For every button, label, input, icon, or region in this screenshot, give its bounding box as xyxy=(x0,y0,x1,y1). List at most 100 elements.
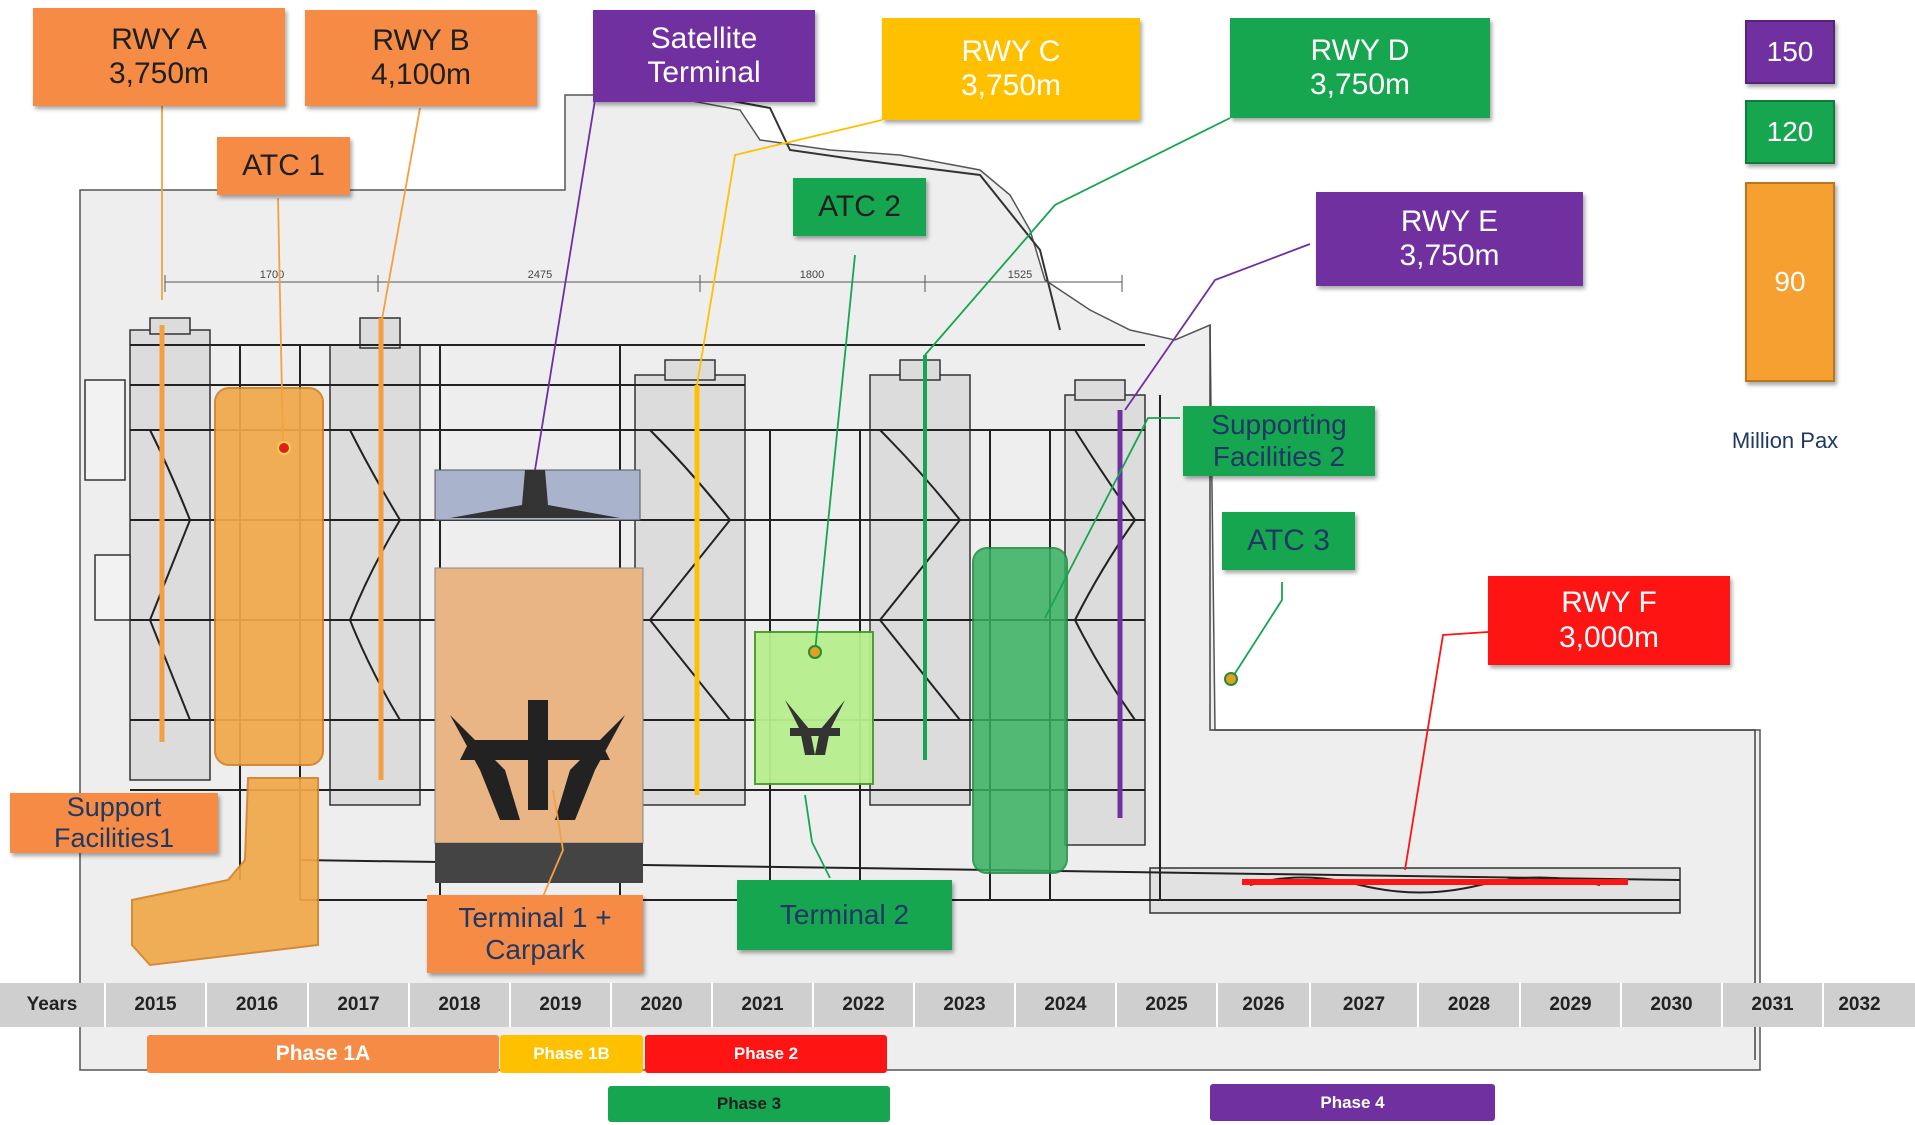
rwy-a-label: RWY A 3,750m xyxy=(33,8,285,106)
year-2020: 2020 xyxy=(612,983,713,1027)
rwy-a-name: RWY A xyxy=(111,22,207,56)
west-structures xyxy=(84,379,131,621)
year-2019: 2019 xyxy=(511,983,612,1027)
phase-1b-bar: Phase 1B xyxy=(500,1035,643,1073)
legend-90: 90 xyxy=(1745,182,1835,382)
rwy-b-name: RWY B xyxy=(372,23,470,57)
year-2018: 2018 xyxy=(410,983,511,1027)
legend-150: 150 xyxy=(1745,20,1835,84)
satellite-line1: Satellite xyxy=(650,21,758,55)
legend-150-text: 150 xyxy=(1766,36,1814,67)
year-2017: 2017 xyxy=(309,983,410,1027)
phase-1b-label: Phase 1B xyxy=(533,1044,610,1063)
year-2016: 2016 xyxy=(207,983,309,1027)
phase-4-bar: Phase 4 xyxy=(1210,1084,1495,1121)
rwy-b-length: 4,100m xyxy=(370,58,472,91)
leader-rwy-e xyxy=(1124,243,1311,411)
legend-120: 120 xyxy=(1745,100,1835,164)
phase-3-bar: Phase 3 xyxy=(608,1086,890,1122)
rwy-c-label: RWY C 3,750m xyxy=(882,18,1140,120)
atc3-label: ATC 3 xyxy=(1222,512,1355,570)
timeline-header: Years xyxy=(0,983,106,1027)
rwy-e-length: 3,750m xyxy=(1399,239,1500,272)
leader-rwy-b xyxy=(380,107,421,326)
year-2025: 2025 xyxy=(1117,983,1218,1027)
phase-3-label: Phase 3 xyxy=(716,1094,782,1113)
leader-rwy-f xyxy=(1404,631,1489,871)
supporting2-line2: Facilities 2 xyxy=(1212,441,1346,472)
atc2-label: ATC 2 xyxy=(793,178,926,236)
atc2-text: ATC 2 xyxy=(818,189,901,223)
leader-terminal2 xyxy=(804,794,831,879)
leader-supporting2 xyxy=(1044,417,1180,619)
rwy-b-label: RWY B 4,100m xyxy=(305,10,537,106)
dimension-2475: 2475 xyxy=(528,269,552,281)
supporting-facilities-2-area xyxy=(972,547,1068,874)
year-2026: 2026 xyxy=(1218,983,1311,1027)
rwy-f-name: RWY F xyxy=(1561,586,1657,619)
legend-unit-label: Million Pax xyxy=(1731,428,1839,453)
rwy-e-name: RWY E xyxy=(1400,204,1499,238)
runway-complex-c xyxy=(634,359,746,806)
runway-complex-e xyxy=(1064,379,1146,846)
phase-1a-bar: Phase 1A xyxy=(147,1035,499,1073)
atc1-text: ATC 1 xyxy=(242,148,325,182)
timeline-bar: Years 2015 2016 2017 2018 2019 2020 2021… xyxy=(0,983,1915,1027)
rwy-c-length: 3,750m xyxy=(960,69,1062,102)
phase-1a-label: Phase 1A xyxy=(275,1042,371,1065)
rwy-f-label: RWY F 3,000m xyxy=(1488,576,1730,665)
runway-complex-a xyxy=(129,317,211,781)
support1-line1: Support xyxy=(66,791,162,822)
phase-2-label: Phase 2 xyxy=(733,1044,799,1063)
atc3-marker xyxy=(1224,672,1238,686)
year-2015: 2015 xyxy=(106,983,207,1027)
rwy-a-length: 3,750m xyxy=(108,57,210,90)
terminal2-text: Terminal 2 xyxy=(779,898,910,930)
atc1-label: ATC 1 xyxy=(217,137,350,195)
support1-line2: Facilities1 xyxy=(53,823,175,853)
year-2021: 2021 xyxy=(713,983,814,1027)
leader-terminal1 xyxy=(534,789,564,916)
leader-rwy-c xyxy=(696,119,883,386)
year-2027: 2027 xyxy=(1311,983,1419,1027)
terminal1-line2: Carpark xyxy=(485,934,585,965)
satellite-line2: Terminal xyxy=(647,56,761,89)
rwy-d-length: 3,750m xyxy=(1309,68,1411,101)
year-2022: 2022 xyxy=(814,983,915,1027)
leader-atc3 xyxy=(1231,582,1283,679)
rwy-d-label: RWY D 3,750m xyxy=(1230,18,1490,118)
atc2-marker xyxy=(808,645,822,659)
runway-complex-f xyxy=(1149,867,1681,914)
supporting-facilities-2-label: Supporting Facilities 2 xyxy=(1183,406,1375,476)
leader-atc2 xyxy=(814,254,856,653)
atc1-marker xyxy=(277,441,291,455)
legend-90-text: 90 xyxy=(1774,266,1806,297)
terminal-2-label: Terminal 2 xyxy=(737,880,952,950)
terminal-1-label: Terminal 1 + Carpark xyxy=(427,895,643,973)
year-2023: 2023 xyxy=(915,983,1016,1027)
leader-atc1 xyxy=(277,197,284,446)
dimension-1800: 1800 xyxy=(800,269,824,281)
leader-rwy-d xyxy=(924,117,1231,356)
terminal1-line1: Terminal 1 + xyxy=(458,901,612,933)
year-2032: 2032 xyxy=(1838,994,1881,1015)
year-2029: 2029 xyxy=(1521,983,1622,1027)
satellite-terminal-label: Satellite Terminal xyxy=(593,10,815,102)
legend-120-text: 120 xyxy=(1766,116,1814,147)
dimension-1700: 1700 xyxy=(260,269,284,281)
rwy-f-length: 3,000m xyxy=(1558,620,1660,654)
rwy-c-name: RWY C xyxy=(961,34,1061,68)
phase-2-bar: Phase 2 xyxy=(645,1035,887,1073)
satellite-terminal-block xyxy=(434,469,641,521)
year-2031: 2031 xyxy=(1723,983,1824,1027)
year-2024: 2024 xyxy=(1016,983,1117,1027)
supporting2-line1: Supporting xyxy=(1211,408,1347,440)
dimension-line xyxy=(164,275,1123,292)
rwy-d-name: RWY D xyxy=(1310,33,1410,67)
year-2028: 2028 xyxy=(1419,983,1521,1027)
year-2030: 2030 xyxy=(1622,983,1723,1027)
leader-satellite xyxy=(534,99,596,471)
east-boundary-line xyxy=(1209,325,1756,1060)
phase-4-label: Phase 4 xyxy=(1320,1092,1385,1112)
